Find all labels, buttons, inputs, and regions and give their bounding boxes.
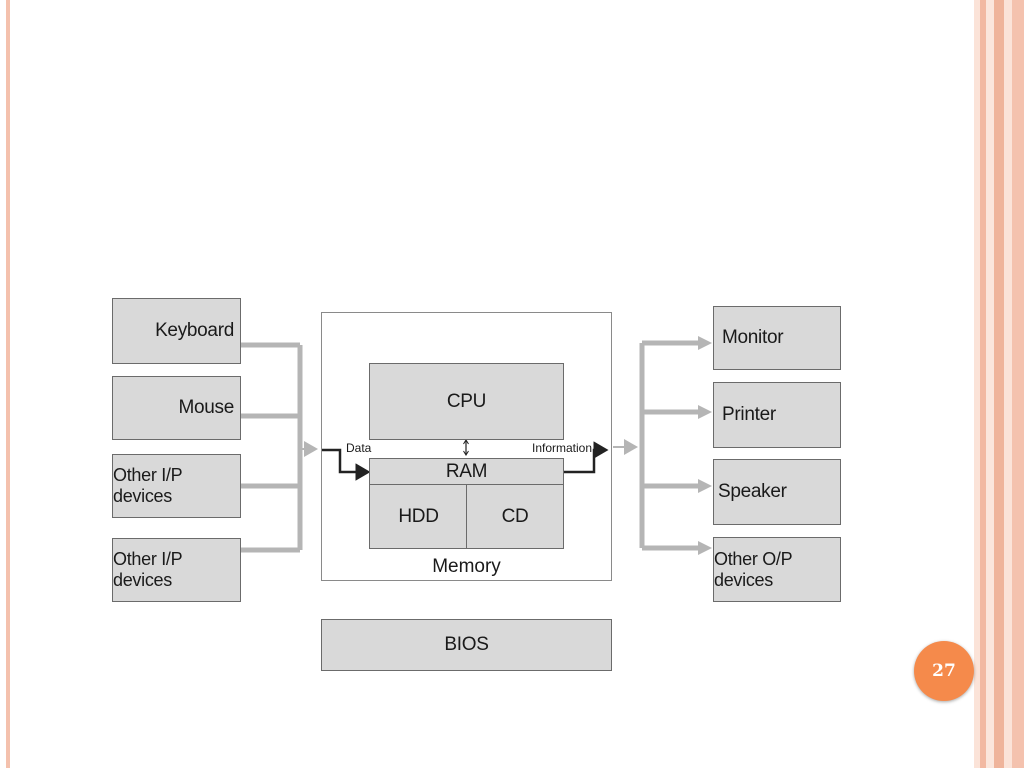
mouse-box: Mouse: [112, 376, 241, 440]
hdd-box: HDD: [369, 484, 468, 549]
keyboard-label: Keyboard: [155, 320, 234, 341]
page-number-badge: 27: [914, 641, 974, 701]
input-bus: [241, 342, 303, 553]
slide-left-border: [6, 0, 10, 768]
other-output-box: Other O/P devices: [713, 537, 841, 602]
bios-box: BIOS: [321, 619, 612, 671]
ram-box: RAM: [369, 458, 564, 486]
bios-label: BIOS: [444, 634, 489, 655]
printer-box: Printer: [713, 382, 841, 448]
speaker-box: Speaker: [713, 459, 841, 525]
data-label: Data: [346, 441, 372, 455]
speaker-label: Speaker: [718, 481, 787, 502]
other-input-box-2: Other I/P devices: [112, 538, 241, 602]
other-input-label-2: Other I/P devices: [113, 549, 183, 590]
page-number: 27: [932, 661, 956, 681]
other-input-box-1: Other I/P devices: [112, 454, 241, 518]
mouse-label: Mouse: [178, 397, 234, 418]
information-label: Information: [532, 441, 593, 455]
output-arrowheads: [698, 336, 712, 555]
information-line: [563, 441, 609, 474]
memory-label: Memory: [432, 556, 501, 577]
hdd-label: HDD: [398, 505, 439, 527]
printer-label: Printer: [722, 404, 776, 425]
cpu-label: CPU: [446, 390, 487, 412]
other-output-label: Other O/P devices: [714, 548, 793, 590]
monitor-label: Monitor: [722, 327, 784, 348]
cd-label: CD: [501, 505, 529, 527]
cpu-ram-arrowheads: [463, 439, 469, 456]
ram-label: RAM: [445, 461, 488, 482]
output-bus: [639, 340, 700, 551]
keyboard-box: Keyboard: [112, 298, 241, 364]
slide-right-border: [974, 0, 1024, 768]
cd-box: CD: [466, 484, 564, 549]
monitor-box: Monitor: [713, 306, 841, 370]
cpu-box: CPU: [369, 363, 564, 440]
data-line: [322, 448, 371, 481]
other-input-label-1: Other I/P devices: [113, 465, 183, 506]
